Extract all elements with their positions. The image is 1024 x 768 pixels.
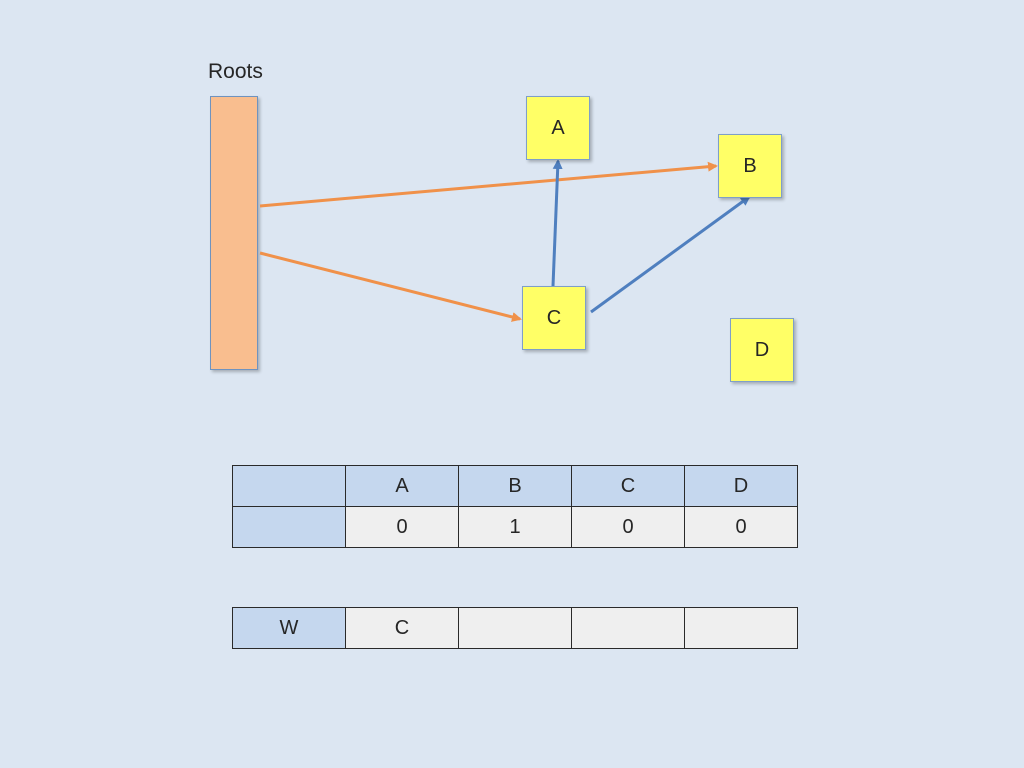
- edge-roots-to-b: [259, 161, 718, 208]
- mark-table-col-d: D: [684, 465, 798, 507]
- node-b: B: [718, 134, 782, 198]
- mark-table-col-c: C: [571, 465, 685, 507]
- node-c: C: [522, 286, 586, 350]
- mark-table-col-b: B: [458, 465, 572, 507]
- mark-table-row-label: [232, 506, 346, 548]
- edge-c-to-a: [551, 159, 563, 287]
- mark-table-value-a: 0: [345, 506, 459, 548]
- mark-table-value-d: 0: [684, 506, 798, 548]
- worklist-table: W C: [232, 607, 798, 649]
- mark-table-corner: [232, 465, 346, 507]
- mark-table-col-a: A: [345, 465, 459, 507]
- mark-table-value-c: 0: [571, 506, 685, 548]
- roots-bar: [210, 96, 258, 370]
- mark-table-value-b: 1: [458, 506, 572, 548]
- mark-table-value-row: 0 1 0 0: [232, 506, 798, 548]
- edge-c-to-b: [590, 195, 751, 314]
- mark-table: A B C D 0 1 0 0: [232, 465, 798, 548]
- worklist-item-4: [684, 607, 798, 649]
- node-d: D: [730, 318, 794, 382]
- node-a: A: [526, 96, 590, 160]
- worklist-item-2: [458, 607, 572, 649]
- roots-label: Roots: [208, 60, 263, 83]
- worklist-item-3: [571, 607, 685, 649]
- worklist-row: W C: [232, 607, 798, 649]
- worklist-label: W: [232, 607, 346, 649]
- mark-table-header-row: A B C D: [232, 465, 798, 507]
- edge-roots-to-c: [259, 251, 522, 322]
- worklist-item-1: C: [345, 607, 459, 649]
